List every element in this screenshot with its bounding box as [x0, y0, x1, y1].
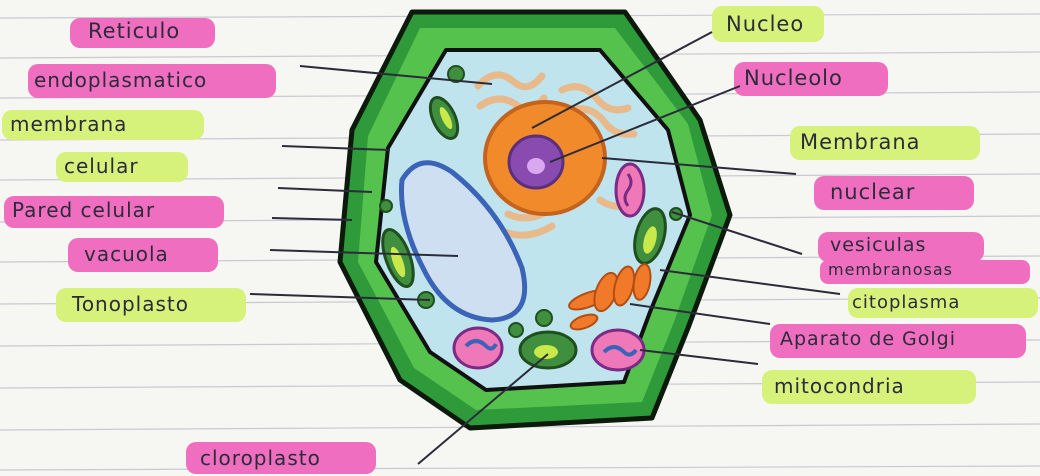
label-endoplasmatico: endoplasmatico — [34, 70, 207, 90]
label-membrana-nuclear-2: nuclear — [830, 182, 915, 203]
label-golgi: Aparato de Golgi — [780, 330, 956, 349]
label-cloroplasto: cloroplasto — [200, 448, 321, 468]
label-nucleo: Nucleo — [726, 14, 804, 35]
label-mitocondria: mitocondria — [774, 376, 905, 396]
label-pared-celular: Pared celular — [12, 200, 155, 220]
label-nucleolo: Nucleolo — [744, 68, 843, 89]
label-vacuola: vacuola — [84, 244, 169, 264]
label-membrana-celular-2: celular — [64, 156, 139, 176]
label-tonoplasto: Tonoplasto — [72, 294, 189, 314]
label-membrana-celular-1: membrana — [10, 114, 127, 134]
label-reticulo: Reticulo — [88, 21, 180, 42]
label-citoplasma: citoplasma — [852, 294, 960, 312]
label-vesiculas-2: membranosas — [828, 262, 953, 278]
label-vesiculas-1: vesiculas — [830, 236, 926, 255]
label-membrana-nuclear-1: Membrana — [800, 132, 921, 153]
